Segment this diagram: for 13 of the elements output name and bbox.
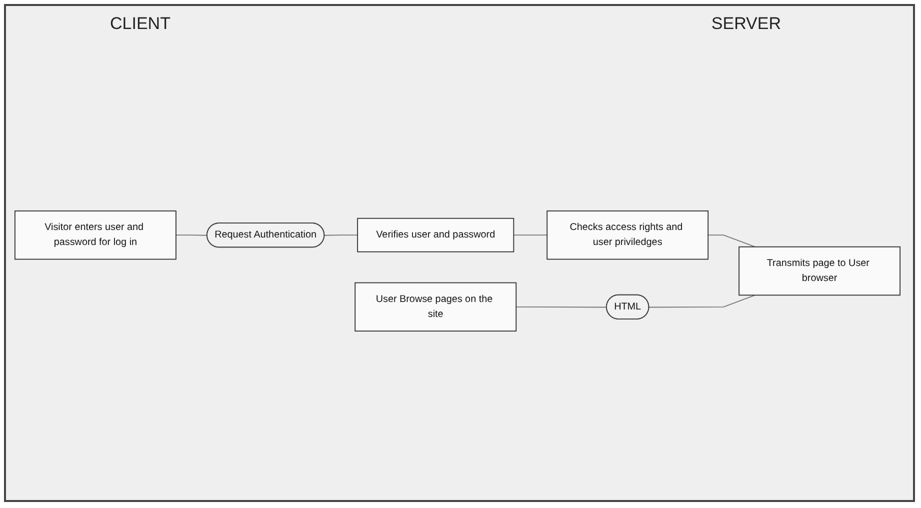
- node-box: Visitor enters user and password for log in: [14, 210, 176, 260]
- connector: [516, 306, 608, 308]
- connector: [324, 234, 358, 236]
- connector: [648, 294, 756, 308]
- connector: [708, 234, 756, 248]
- node-box: Verifies user and password: [357, 218, 514, 252]
- node-box: Transmits page to User browser: [738, 246, 900, 296]
- connector: [513, 234, 548, 236]
- node-box: Checks access rights and user priviledges: [546, 210, 709, 260]
- connector: [176, 234, 208, 236]
- column-heading: SERVER: [711, 14, 781, 34]
- column-heading: CLIENT: [110, 14, 170, 34]
- node-box: User Browse pages on the site: [354, 282, 517, 332]
